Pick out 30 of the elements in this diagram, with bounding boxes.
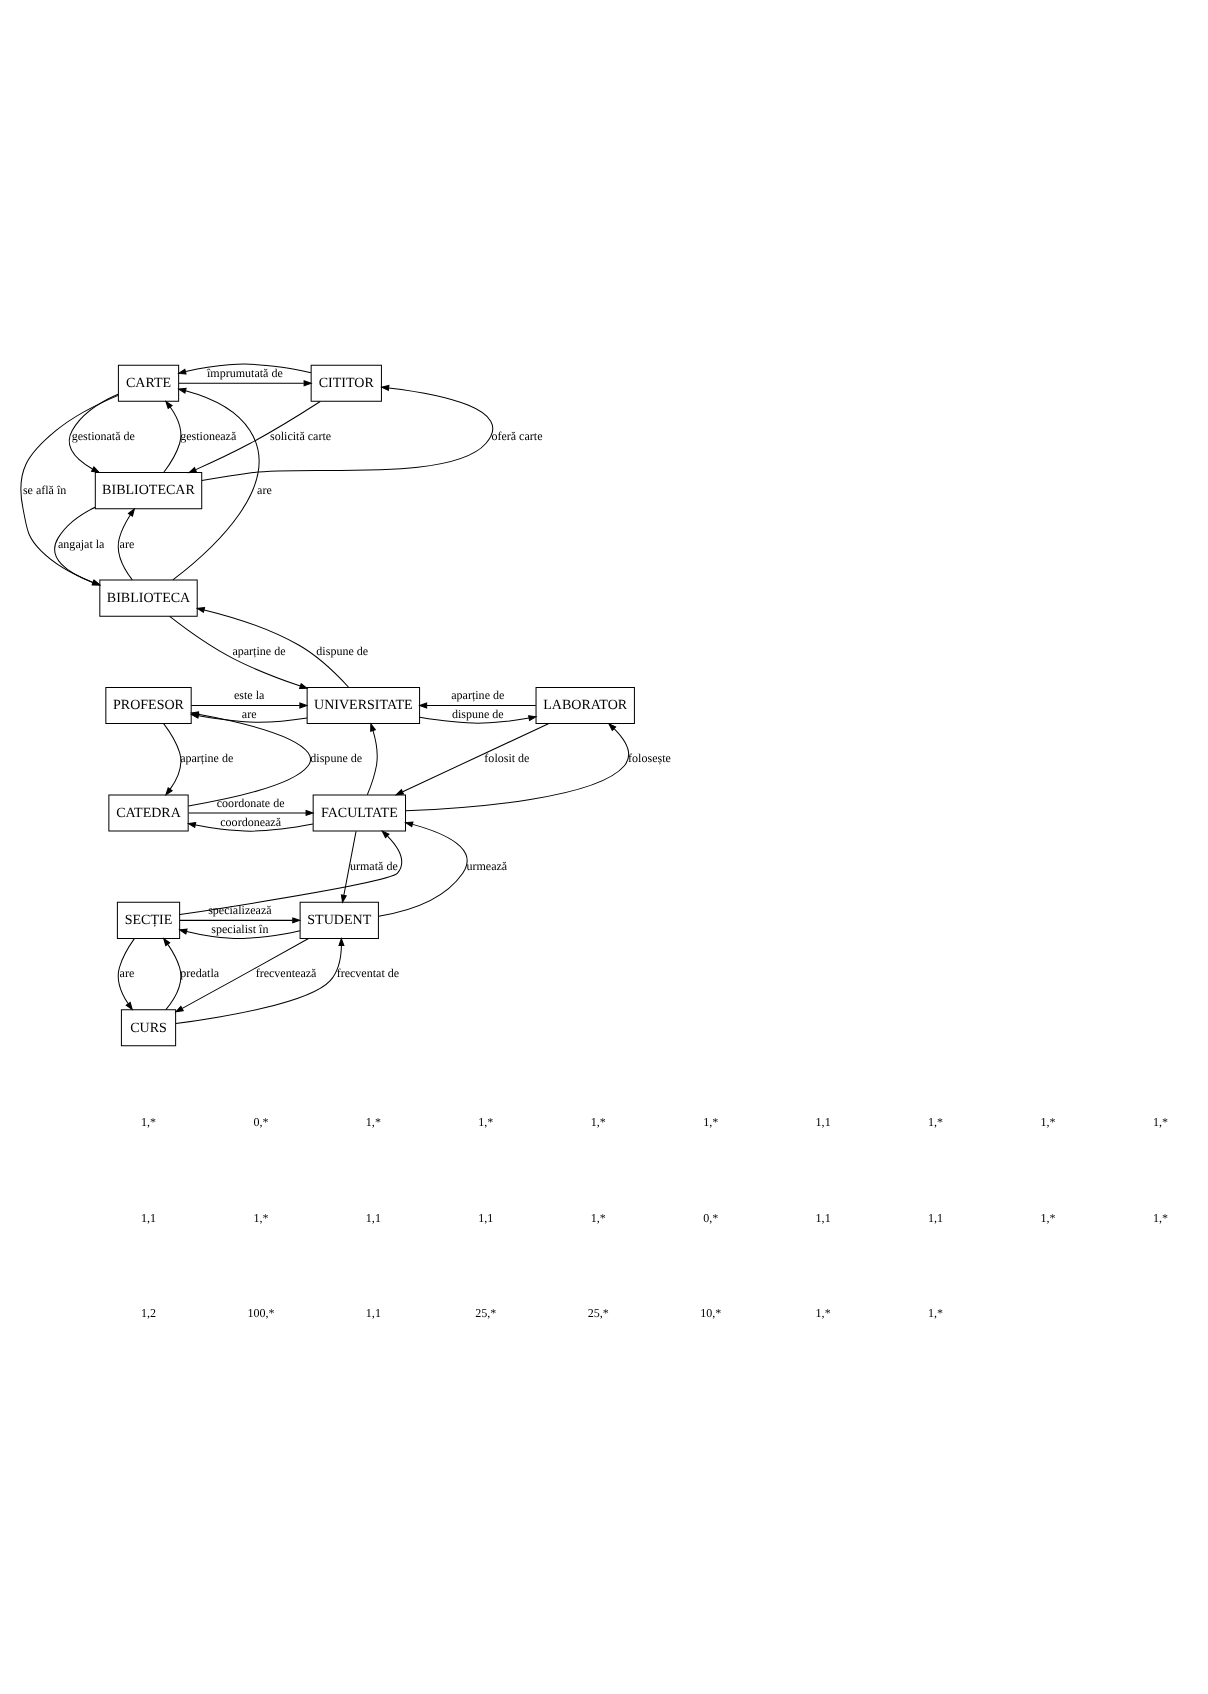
arrow — [175, 937, 310, 1012]
arrow — [117, 507, 135, 580]
arrow — [54, 505, 101, 585]
arrow — [169, 614, 308, 688]
arrow — [175, 937, 345, 1024]
arrow — [163, 399, 182, 473]
arrow — [68, 392, 119, 472]
arrow — [196, 605, 350, 687]
arrow — [405, 722, 630, 811]
arrow — [172, 386, 260, 580]
arrow — [178, 379, 312, 386]
arrow — [366, 722, 378, 795]
arrow — [201, 384, 494, 481]
arrow — [179, 916, 301, 923]
arrow — [188, 809, 314, 815]
arrow — [378, 820, 468, 916]
arrow — [117, 937, 135, 1010]
arrow — [188, 400, 321, 473]
arrow — [178, 362, 312, 374]
arrow — [179, 927, 301, 939]
arrow — [187, 821, 314, 831]
arrow — [163, 937, 182, 1010]
arrow — [340, 829, 357, 902]
arrow — [419, 714, 537, 723]
arrow — [395, 722, 549, 795]
arrow — [419, 701, 537, 708]
arrow — [179, 829, 403, 915]
arrow — [190, 701, 308, 708]
arrow — [163, 722, 182, 795]
arrow — [20, 393, 119, 585]
